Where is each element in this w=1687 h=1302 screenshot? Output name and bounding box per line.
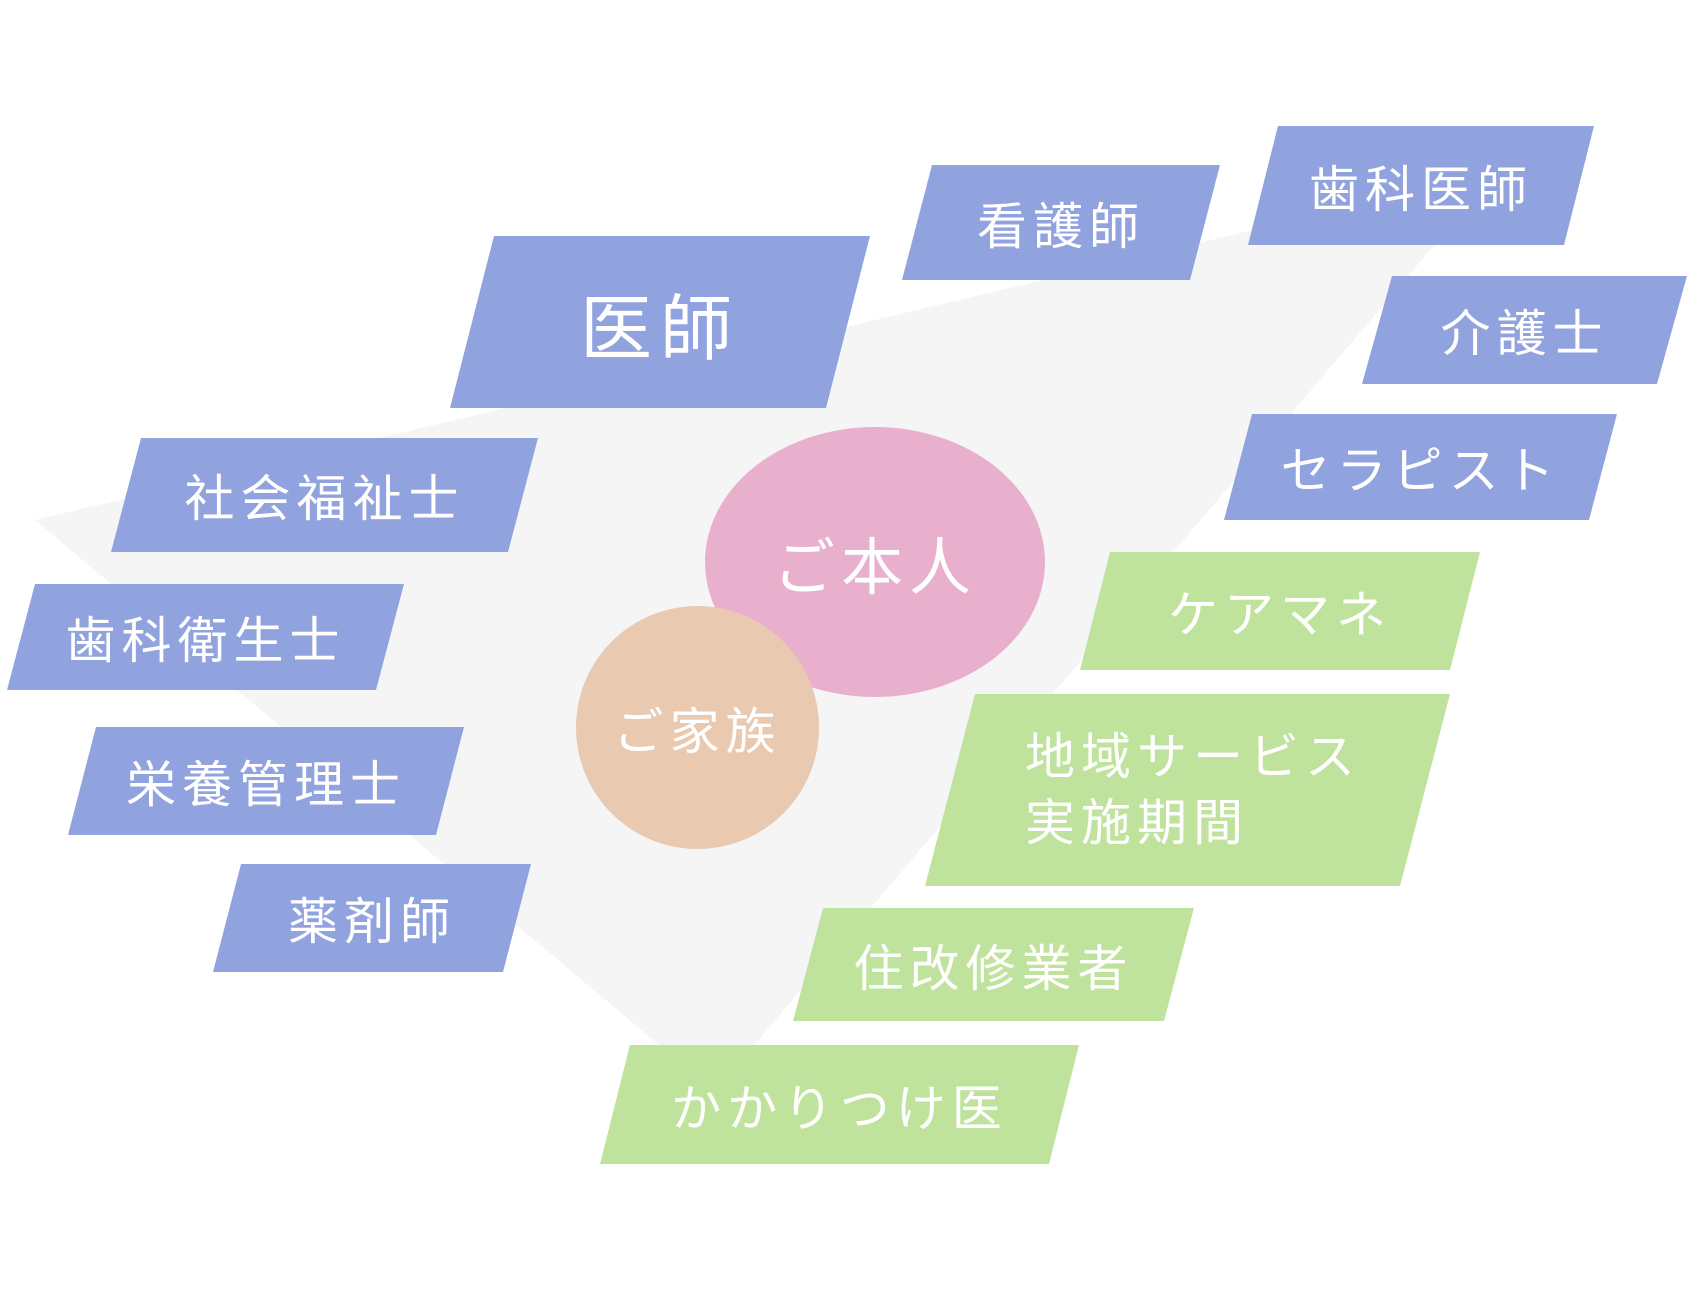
tag-dentist: 歯科医師 <box>1248 126 1594 245</box>
circle-family-label: ご家族 <box>613 702 782 761</box>
tag-care-manager: ケアマネ <box>1080 552 1480 670</box>
tag-nurse-label: 看護師 <box>977 197 1145 256</box>
tag-social-worker-label: 社会福祉士 <box>184 470 465 528</box>
tag-dietitian-label: 栄養管理士 <box>126 756 406 814</box>
tag-regional-service-line1: 地域サービス <box>1025 728 1361 786</box>
tag-care-worker: 介護士 <box>1362 276 1687 384</box>
tag-family-doctor: かかりつけ医 <box>600 1045 1079 1164</box>
tag-pharmacist-label: 薬剤師 <box>288 893 456 951</box>
tag-regional-service: 地域サービス 実施期間 <box>925 694 1450 886</box>
tag-pharmacist: 薬剤師 <box>213 864 531 972</box>
tag-doctor-label: 医師 <box>579 286 740 371</box>
tag-therapist: セラピスト <box>1224 414 1617 520</box>
tag-care-worker-label: 介護士 <box>1440 305 1609 363</box>
circle-person-label: ご本人 <box>772 531 977 604</box>
tag-renovation: 住改修業者 <box>793 908 1194 1021</box>
tag-renovation-label: 住改修業者 <box>853 939 1134 998</box>
tag-dentist-label: 歯科医師 <box>1309 160 1533 219</box>
tag-social-worker: 社会福祉士 <box>111 438 538 552</box>
tag-therapist-label: セラピスト <box>1280 442 1561 500</box>
tag-care-manager-label: ケアマネ <box>1168 586 1392 644</box>
tag-dental-hygienist: 歯科衛生士 <box>7 584 404 690</box>
tag-dietitian: 栄養管理士 <box>68 727 464 835</box>
tag-family-doctor-label: かかりつけ医 <box>671 1079 1008 1138</box>
tag-doctor: 医師 <box>450 236 870 408</box>
tag-regional-service-line2: 実施期間 <box>1025 794 1249 852</box>
circle-person: ご本人 <box>705 427 1045 697</box>
circle-family: ご家族 <box>576 606 819 849</box>
tag-dental-hygienist-label: 歯科衛生士 <box>65 612 346 670</box>
tag-nurse: 看護師 <box>902 165 1220 280</box>
